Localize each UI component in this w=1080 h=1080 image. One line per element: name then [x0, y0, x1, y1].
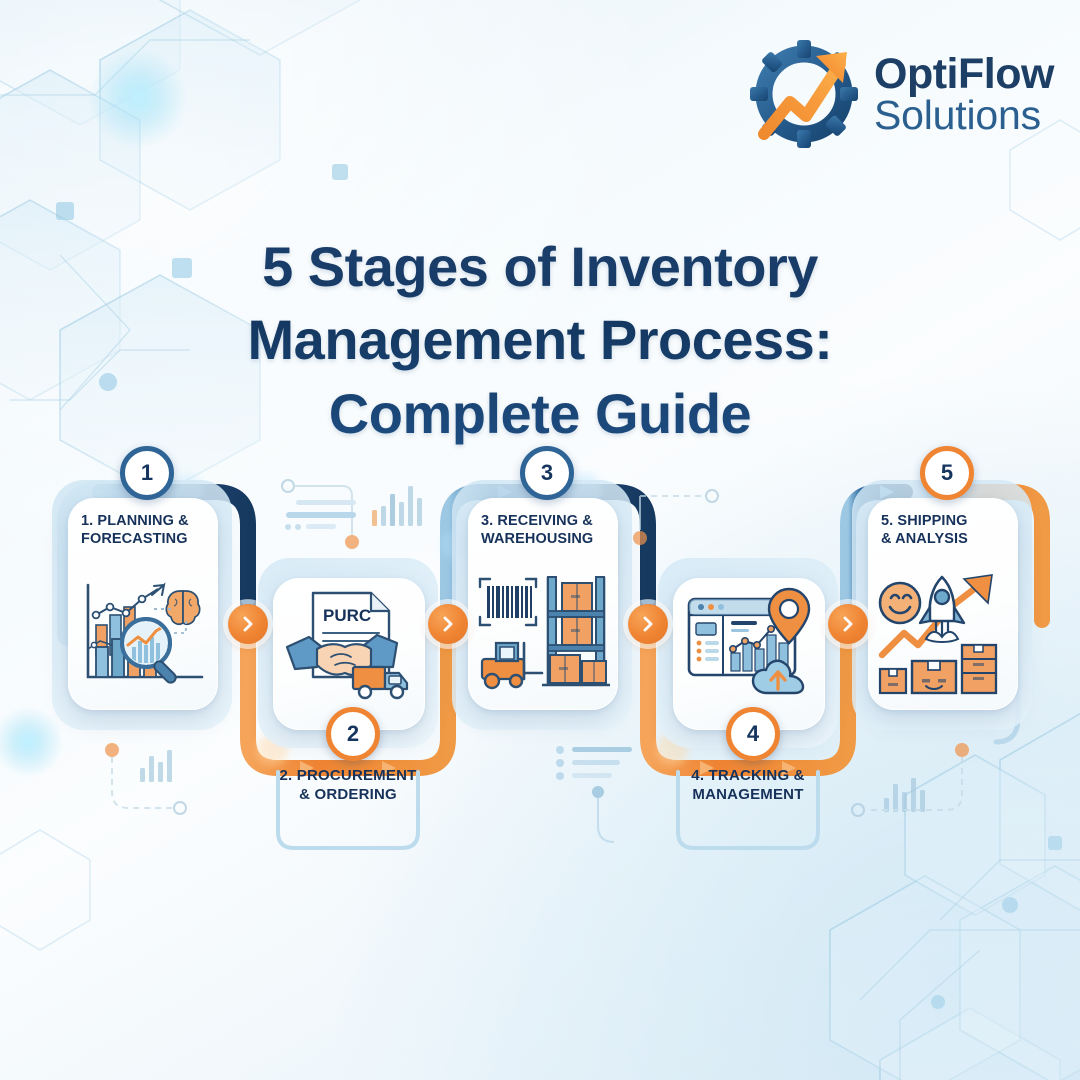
chevron-right-icon	[643, 616, 653, 632]
stage-badge-1: 1	[120, 446, 174, 500]
stage-card-4-title: 4. TRACKING & MANAGEMENT	[691, 767, 805, 804]
flow-arrow-4-to-5[interactable]	[828, 604, 868, 644]
stage-badge-4: 4	[726, 707, 780, 761]
stage-card-5[interactable]: 5. SHIPPING & ANALYSIS	[868, 498, 1018, 710]
brand-name-secondary: Solutions	[874, 91, 1041, 138]
process-flow-diagram: 1. PLANNING & FORECASTING	[0, 446, 1080, 870]
stage-badge-5: 5	[920, 446, 974, 500]
handshake-purchase-order-truck-icon: PURC	[274, 585, 424, 717]
flow-arrow-3-to-4[interactable]	[628, 604, 668, 644]
chevron-right-icon	[243, 616, 253, 632]
flow-arrow-1-to-2[interactable]	[228, 604, 268, 644]
stage-badge-3: 3	[520, 446, 574, 500]
stage-card-4[interactable]	[673, 578, 825, 730]
title-line-1: 5 Stages of Inventory	[262, 234, 818, 298]
stage-card-2[interactable]: PURC	[273, 578, 425, 730]
stage-badge-2: 2	[326, 707, 380, 761]
stage-card-3[interactable]: 3. RECEIVING & WAREHOUSING	[468, 498, 618, 710]
stage-card-1[interactable]: 1. PLANNING & FORECASTING	[68, 498, 218, 710]
title-line-2: Management Process:	[247, 308, 833, 372]
chart-magnifier-brain-icon	[69, 573, 217, 701]
rocket-growth-boxes-smiley-icon	[869, 573, 1017, 701]
dashboard-location-pin-cloud-icon	[674, 585, 824, 717]
barcode-forklift-warehouse-rack-icon	[469, 573, 617, 701]
stage-card-3-title: 3. RECEIVING & WAREHOUSING	[481, 513, 594, 547]
brand-name-primary: OptiFlow	[874, 49, 1054, 98]
page-title: 5 Stages of Inventory Management Process…	[0, 230, 1080, 452]
stage-card-2-title: 2. PROCUREMENT & ORDERING	[279, 767, 417, 804]
gear-growth-arrow-icon	[748, 38, 860, 150]
title-line-3: Complete Guide	[328, 382, 752, 446]
flow-arrow-2-to-3[interactable]	[428, 604, 468, 644]
chevron-right-icon	[843, 616, 853, 632]
stage-card-1-title: 1. PLANNING & FORECASTING	[81, 513, 189, 547]
brand-logo: OptiFlow Solutions	[748, 38, 1054, 150]
purchase-order-doc-text: PURC	[323, 606, 371, 625]
stage-card-5-title: 5. SHIPPING & ANALYSIS	[881, 513, 968, 547]
chevron-right-icon	[443, 616, 453, 632]
